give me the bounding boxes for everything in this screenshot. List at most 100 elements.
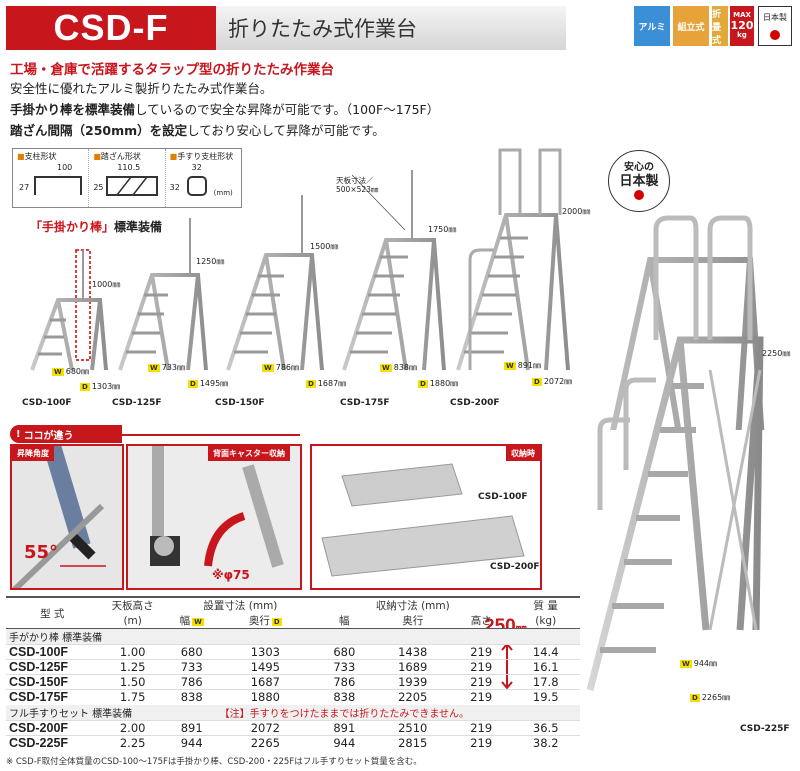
th-mass-unit: (kg) (535, 614, 557, 627)
table-cell: 219 (450, 719, 512, 735)
table-cell: 16.1 (511, 659, 580, 675)
table-cell: 786 (314, 674, 375, 690)
difference-text: ココが違う (23, 430, 74, 442)
caster-size: ※φ75 (212, 568, 250, 582)
panel-rear-caster-tag: 背面キャスター収納 (208, 446, 290, 461)
group-1-label: 手がかり棒 標準装備 (6, 628, 580, 645)
max-label: MAX (733, 11, 751, 20)
table-cell: 944 (166, 734, 217, 750)
jp-label: 日本製 (763, 13, 787, 23)
ladder-150f (226, 195, 324, 371)
table-cell: 19.5 (511, 689, 580, 705)
th-d-text: 奥行 (248, 615, 270, 627)
d-marker: D (271, 618, 282, 626)
japan-flag-icon (634, 189, 644, 200)
difference-divider (122, 434, 300, 436)
w-marker: W (680, 659, 692, 668)
table-cell: 2072 (216, 719, 315, 735)
footnote: ※ CSD-F取付全体質量のCSD-100〜175Fは手掛かり棒、CSD-200… (6, 757, 422, 767)
panel-rear-caster: 背面キャスター収納 ※φ75 (126, 444, 302, 590)
table-cell: 891 (166, 719, 217, 735)
table-cell: CSD-125F (6, 659, 99, 675)
w-marker: W (192, 618, 204, 626)
caption-200f: CSD-200F (450, 398, 500, 408)
table-cell: 786 (166, 674, 217, 690)
table-cell: 680 (166, 644, 217, 660)
page-title: 折りたたみ式作業台 (216, 6, 566, 50)
safe-l2: 日本製 (619, 174, 659, 190)
th-top-height: 天板高さ (111, 600, 154, 612)
height-125f: 1250㎜ (196, 257, 225, 266)
angle-value: 55° (24, 542, 59, 563)
table-cell: 1687 (216, 674, 315, 690)
rail-profile-icon (186, 176, 207, 196)
d-100f: 1303㎜ (91, 382, 121, 391)
d-marker: D (80, 382, 90, 391)
storage-100f: CSD-100F (478, 492, 528, 502)
table-cell: 219 (450, 734, 512, 750)
info-icon: ! (16, 428, 21, 440)
w-200f: 891㎜ (517, 361, 542, 370)
table-cell: 219 (450, 644, 512, 660)
group-2-label: フル手すりセット 標準装備 (6, 704, 217, 720)
table-cell: 2.00 (98, 719, 167, 735)
safe-japan-badge: 安心の 日本製 (608, 150, 670, 212)
profile-post: ■支柱形状 100 27 (13, 149, 90, 207)
difference-heading: !ココが違う (10, 425, 122, 443)
table-cell: 733 (166, 659, 217, 675)
max-load-badge: MAX 120 kg (730, 6, 754, 46)
d-175f: 1880㎜ (429, 379, 459, 388)
safe-l1: 安心の (624, 162, 654, 174)
caster-photo-icon (128, 446, 300, 588)
table-cell: 36.5 (511, 719, 580, 735)
handrail-rest: 標準装備 (114, 220, 163, 234)
table-cell: 2265 (216, 734, 315, 750)
storage-200f: CSD-200F (490, 562, 540, 572)
caption-150f: CSD-150F (215, 398, 265, 408)
d-marker: D (690, 693, 700, 702)
intro-line-2-rest: しているので安全な昇降が可能です。（100F〜175F） (135, 102, 440, 117)
height-225f: 2250㎜ (762, 349, 791, 358)
fold-warning: 【注】手すりをつけたままでは折りたたみできません。 (216, 704, 580, 720)
table-cell: 219 (450, 674, 512, 690)
step-profile-icon (106, 176, 159, 196)
table-cell: 944 (314, 734, 375, 750)
th-install: 設置寸法 (mm) (203, 600, 278, 612)
panel-storage: 収納時 CSD-100F CSD-200F (310, 444, 542, 590)
table-cell: 1.50 (98, 674, 167, 690)
d-125f: 1495㎜ (199, 379, 229, 388)
table-cell: 1495 (216, 659, 315, 675)
table-cell: 1438 (374, 644, 451, 660)
w-marker: W (148, 363, 160, 372)
d-150f: 1687㎜ (317, 379, 347, 388)
profile-step: ■踏ざん形状 110.5 25 (89, 149, 166, 207)
tag-aluminum: アルミ (634, 6, 670, 46)
table-cell: 838 (314, 689, 375, 705)
profile-rail-w: 32 (191, 163, 202, 172)
table-cell: 1.00 (98, 644, 167, 660)
th-mass: 質 量 (533, 600, 558, 612)
ladder-100f (30, 249, 108, 371)
top-size-l2: 500×523㎜ (336, 185, 379, 194)
table-cell: 38.2 (511, 734, 580, 750)
intro-line-2-bold: 手掛かり棒を標準装備 (10, 102, 136, 117)
big-ladder-illustration (586, 215, 764, 691)
table-cell: 680 (314, 644, 375, 660)
table-cell: CSD-175F (6, 689, 99, 705)
height-100f: 1000㎜ (92, 280, 121, 289)
table-cell: 17.8 (511, 674, 580, 690)
made-in-japan-badge: 日本製 (758, 6, 792, 46)
